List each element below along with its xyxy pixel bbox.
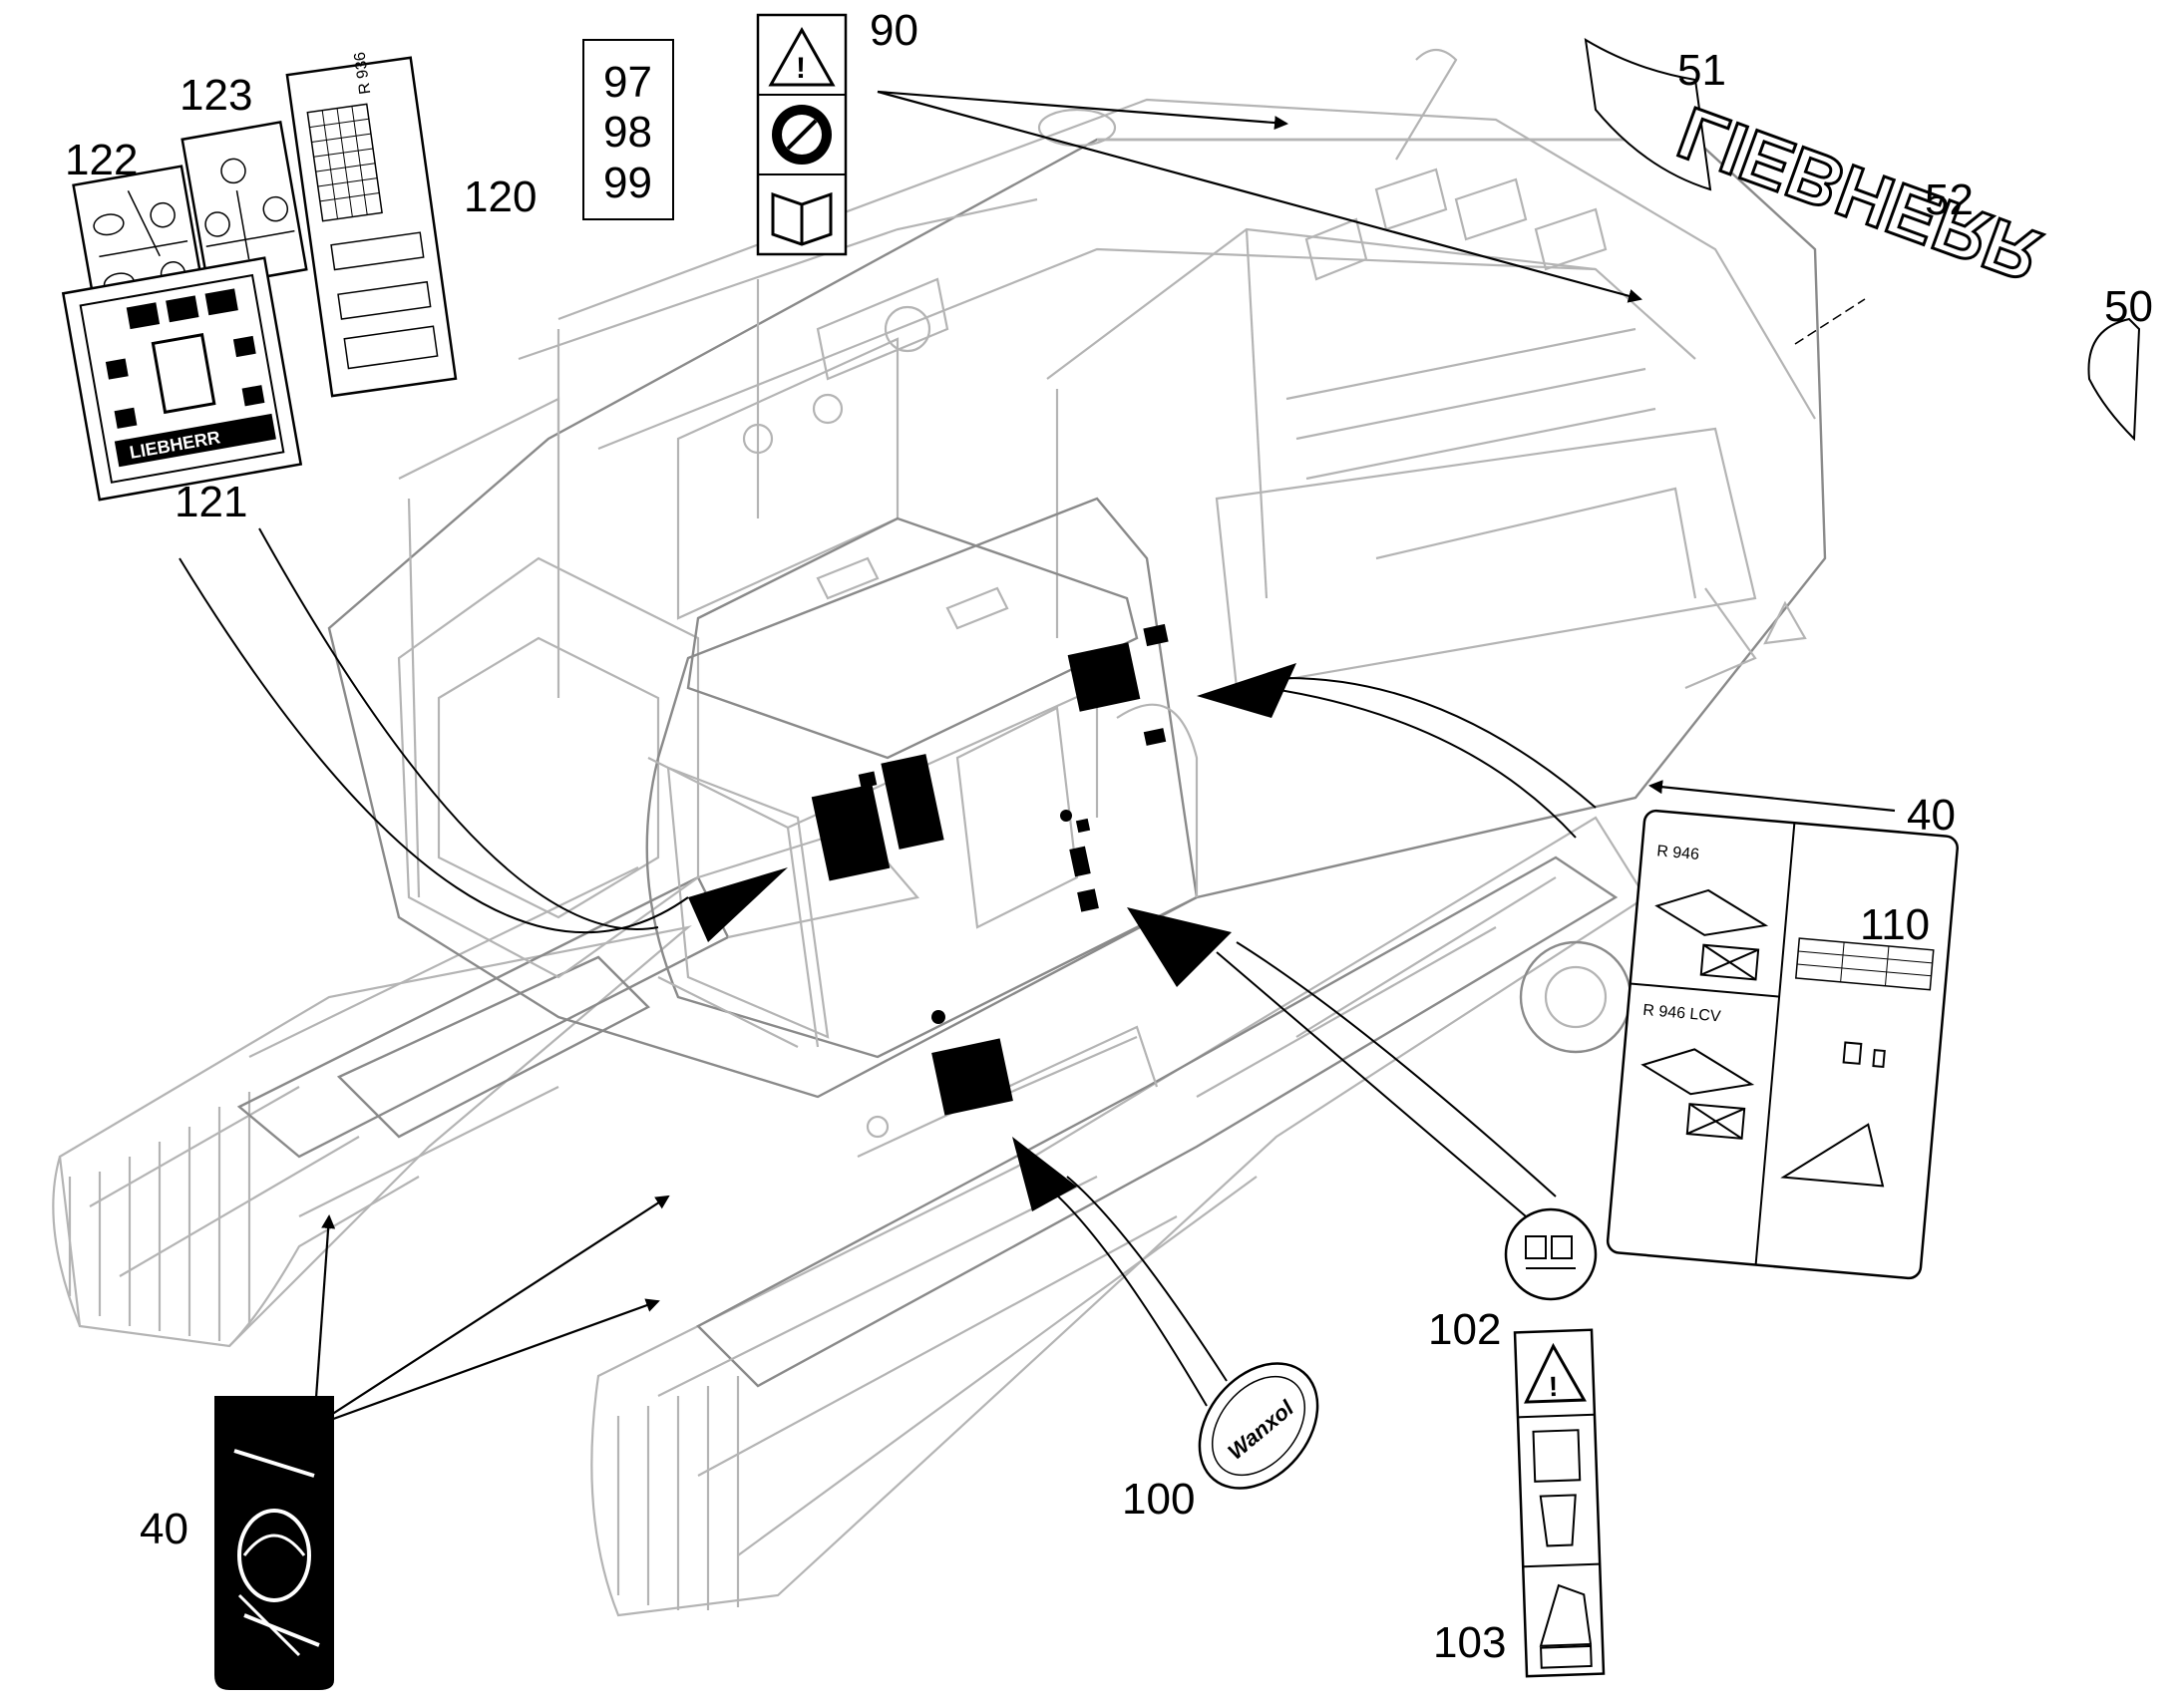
cab-decal-9	[1075, 818, 1091, 834]
callout-121: 121	[175, 478, 247, 526]
decal-102	[1504, 1207, 1598, 1301]
decal-110-model-top: R 946	[1656, 843, 1700, 863]
warning-triangle-icon-103	[1524, 1342, 1587, 1404]
callout-50: 50	[2104, 282, 2153, 331]
leader-121	[179, 557, 689, 933]
warning-triangle-icon	[768, 26, 836, 87]
cab-decal-3	[1143, 728, 1167, 746]
cab-decal-6	[858, 771, 878, 789]
upper-structure	[327, 48, 1827, 1099]
cab-decal-patches	[811, 623, 1169, 1116]
decal-100: Wanxol	[1198, 1362, 1319, 1490]
excavator-drawing	[52, 48, 1827, 1617]
decal-51	[1584, 38, 1712, 191]
cab-decal-8	[1077, 888, 1099, 912]
decal-110-model-bottom: R 946 LCV	[1642, 1002, 1722, 1026]
cab-decal-2	[1143, 623, 1169, 647]
svg-text:!: !	[796, 52, 806, 85]
callout-90: 90	[870, 6, 918, 55]
leader-lines	[179, 90, 1896, 1428]
callout-102: 102	[1428, 1305, 1501, 1354]
callout-110: 110	[1860, 900, 1930, 949]
callout-103: 103	[1433, 1618, 1506, 1667]
decal-120: R 936	[285, 51, 458, 398]
callout-99: 99	[603, 159, 652, 207]
decal-120-model: R 936	[351, 51, 374, 96]
cab-decal-1	[1067, 642, 1141, 712]
decal-40	[214, 1396, 334, 1690]
callout-52: 52	[1925, 175, 1974, 224]
decal-50	[2087, 317, 2141, 442]
decal-97-98-99	[582, 39, 674, 220]
boom	[236, 826, 920, 1159]
cab-decal-5	[811, 784, 891, 881]
cab-decal-7	[1069, 846, 1091, 877]
cab-decal-dot-2	[1060, 810, 1072, 822]
callout-97: 97	[603, 58, 652, 107]
decal-110: R 946 R 946 LCV	[1606, 809, 1959, 1280]
decal-103: !	[1513, 1328, 1606, 1678]
callout-120: 120	[464, 172, 537, 221]
callout-51: 51	[1677, 46, 1726, 95]
callout-123: 123	[180, 71, 252, 120]
cab-decal-10	[931, 1038, 1013, 1116]
cab-decal-4	[881, 754, 944, 850]
callout-40-left: 40	[140, 1505, 188, 1553]
callout-100: 100	[1122, 1475, 1195, 1524]
decal-90: !	[756, 13, 848, 256]
engine-compartment	[397, 305, 931, 979]
callout-98: 98	[603, 108, 652, 157]
left-track	[52, 925, 692, 1348]
callout-122: 122	[65, 136, 138, 184]
callout-numbers: 90 97 98 99 51 52 50 123 122 120 121 40 …	[65, 6, 2153, 1667]
cab-decal-dot-1	[931, 1010, 945, 1024]
decal-121: LIEBHERR	[61, 256, 303, 502]
svg-text:!: !	[1548, 1371, 1558, 1402]
callout-40-right: 40	[1907, 791, 1956, 840]
